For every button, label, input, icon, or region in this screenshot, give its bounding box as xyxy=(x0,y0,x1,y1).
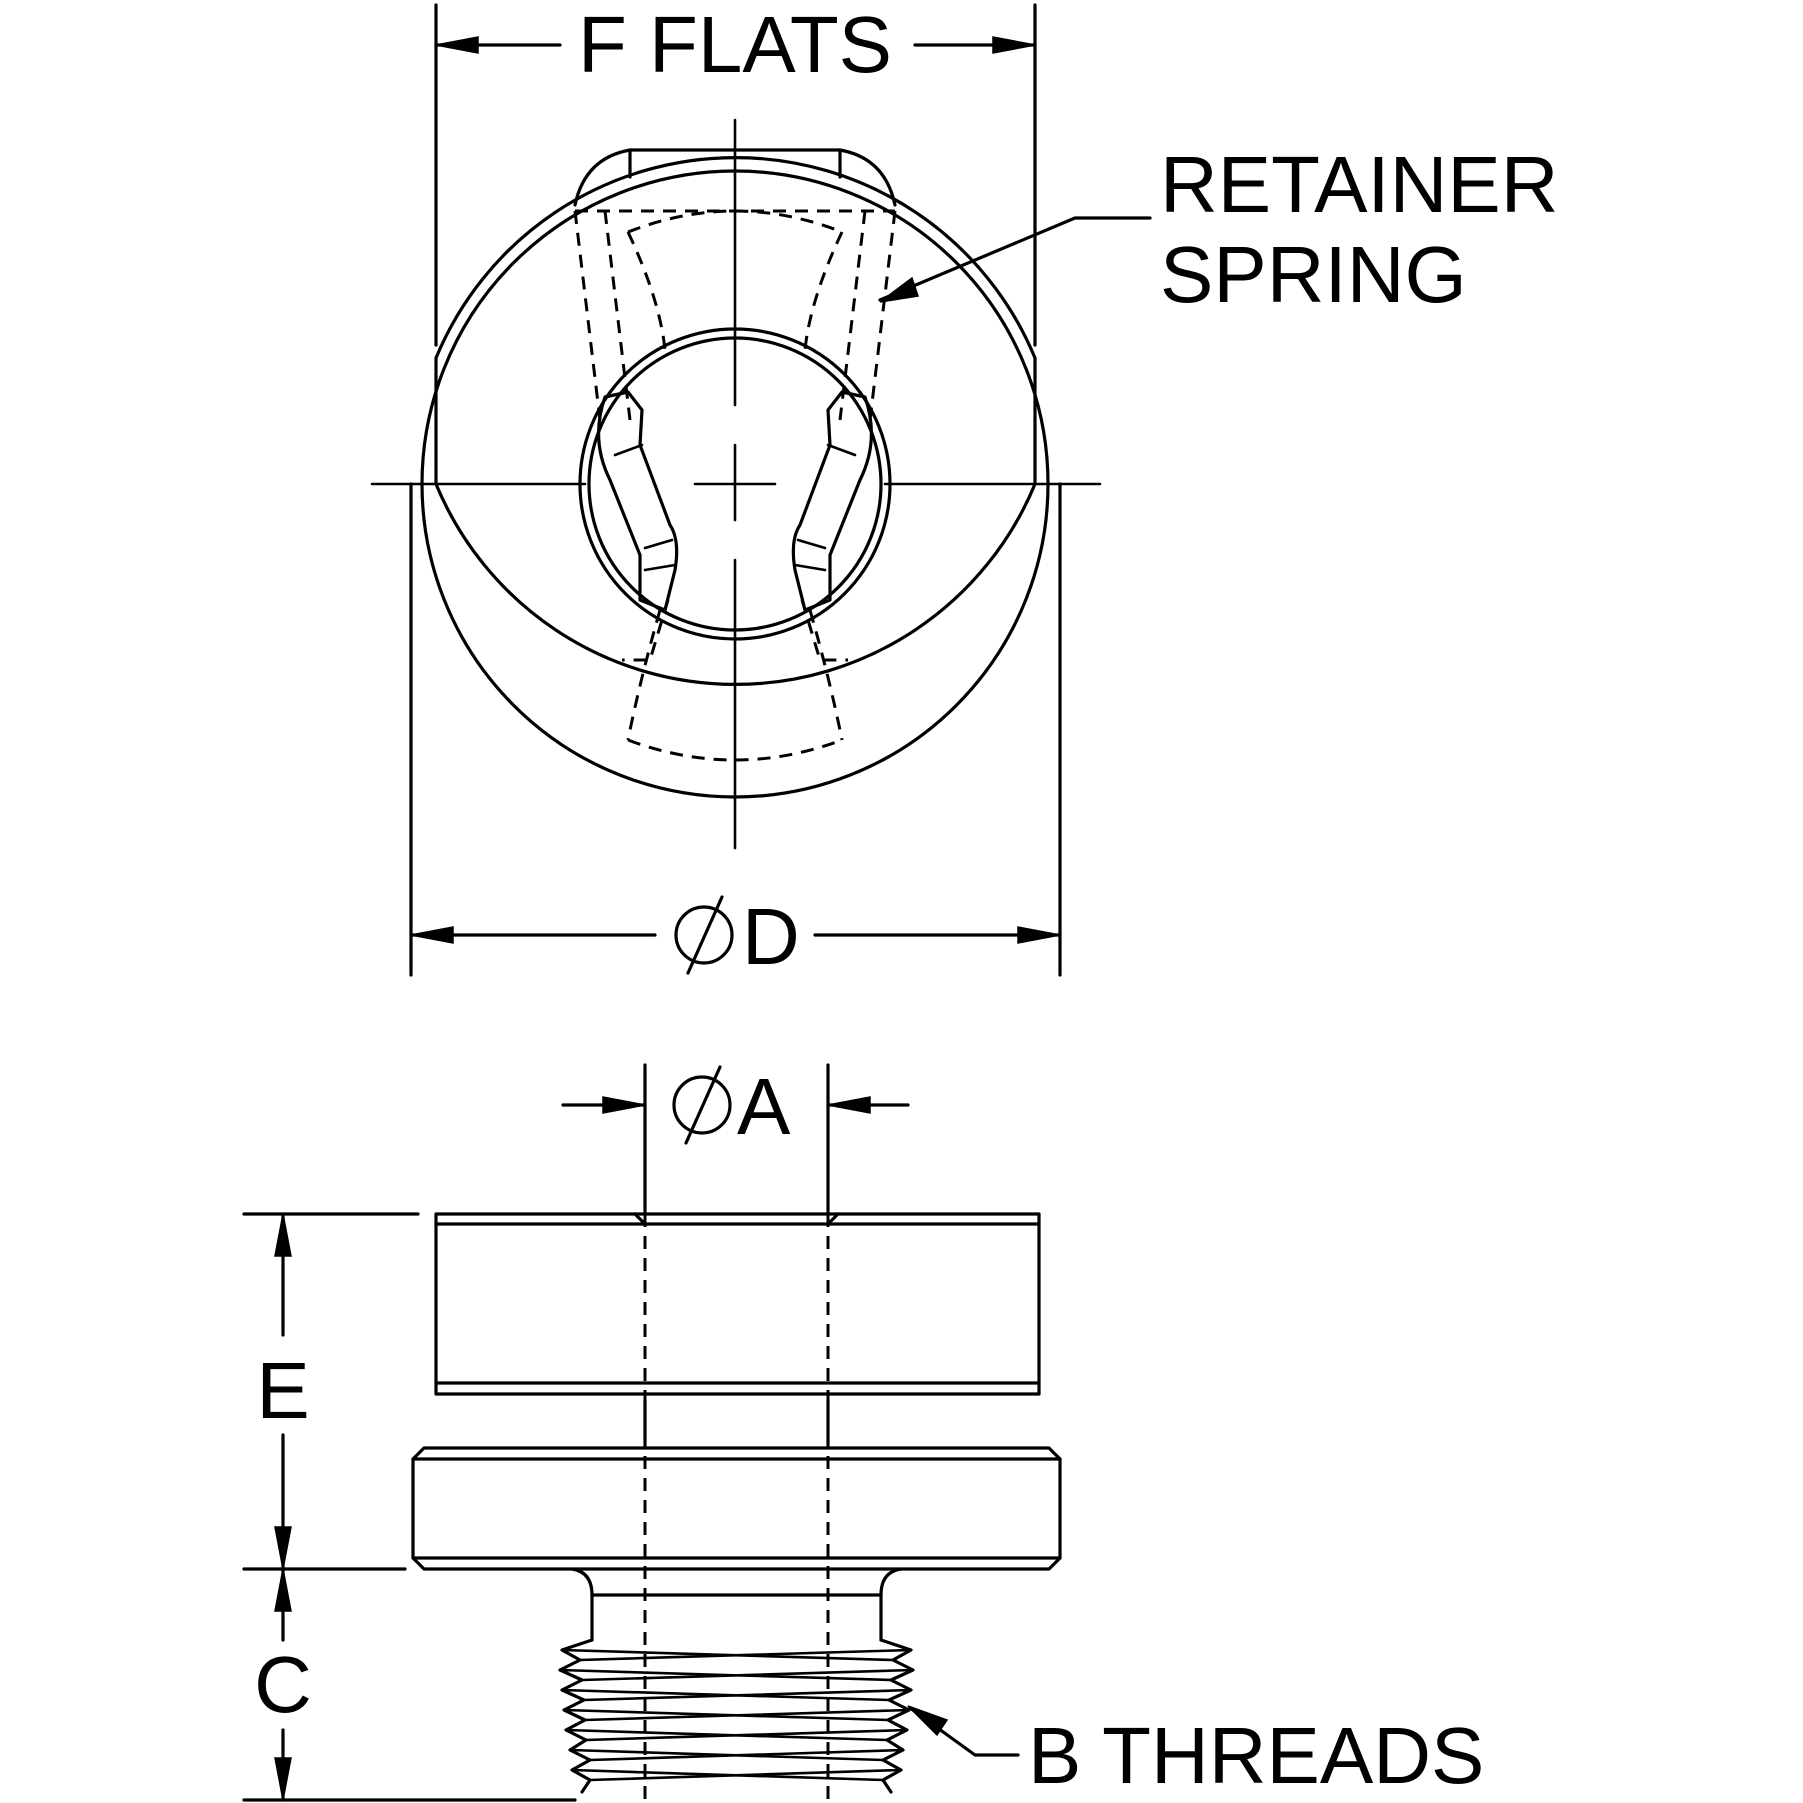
thread-profile-left xyxy=(558,1638,594,1794)
thread-profile-right xyxy=(879,1638,915,1794)
retainer-leader-line xyxy=(878,216,1152,302)
retainer-label-line2: SPRING xyxy=(1160,230,1467,319)
hidden-spring-leg-left-outer xyxy=(573,210,602,421)
dimension-d: D xyxy=(409,482,1062,981)
e-label: E xyxy=(256,1346,309,1435)
d-arrow-left xyxy=(410,926,454,944)
e-arrow-bottom xyxy=(274,1526,292,1570)
thread-root-5 xyxy=(564,1728,889,1742)
e-arrow-top xyxy=(274,1213,292,1257)
a-arrow-right xyxy=(827,1096,871,1114)
threaded-section xyxy=(558,1638,915,1794)
f-arrow-right xyxy=(992,36,1036,54)
f-arrow-left xyxy=(435,36,479,54)
retainer-leader-arrow xyxy=(879,276,919,303)
hidden-spring-leg-right-inner xyxy=(803,231,844,351)
spring-finger-right-tick1 xyxy=(826,443,857,457)
retainer-label-line1: RETAINER xyxy=(1160,140,1559,229)
thread-root-7 xyxy=(570,1768,885,1782)
a-arrow-left xyxy=(602,1096,646,1114)
thread-root-6 xyxy=(568,1748,885,1762)
spring-finger-left-tick2 xyxy=(643,538,674,550)
neck-outline-left xyxy=(570,1567,594,1642)
spring-finger-left-tick3 xyxy=(643,563,677,572)
hidden-spring-leg-left-inner xyxy=(626,231,667,351)
dimension-a: A xyxy=(561,1062,910,1216)
diameter-symbol-a xyxy=(672,1065,732,1145)
thread-root-3 xyxy=(560,1688,891,1702)
hidden-spring-lower-left-2 xyxy=(626,609,662,741)
lower-flange xyxy=(411,1446,1062,1571)
spring-finger-right xyxy=(791,390,873,612)
d-label: D xyxy=(742,892,800,981)
c-arrow-bottom xyxy=(274,1757,292,1801)
b-threads-label: B THREADS xyxy=(1028,1711,1484,1800)
b-threads-leader-arrow xyxy=(907,1705,949,1737)
diameter-symbol-d xyxy=(674,895,734,975)
hidden-spring-leg-left-mid xyxy=(603,210,632,421)
d-arrow-right xyxy=(1017,926,1061,944)
dimension-c: C xyxy=(242,1567,577,1802)
hidden-spring-leg-right-outer xyxy=(868,210,897,421)
f-flats-label: F FLATS xyxy=(578,0,892,89)
hidden-spring-lower-right-2 xyxy=(808,609,844,741)
b-threads-callout: B THREADS xyxy=(907,1705,1484,1800)
spring-finger-right-tick3 xyxy=(793,563,827,572)
side-view xyxy=(411,1212,1062,1800)
hidden-spring-top-arc xyxy=(627,209,843,234)
upper-block xyxy=(434,1212,1041,1396)
spring-finger-left xyxy=(597,390,679,612)
bore-chamfer-right xyxy=(826,1212,840,1226)
top-view xyxy=(370,118,1102,850)
c-label: C xyxy=(254,1640,312,1729)
spring-finger-right-tick2 xyxy=(796,538,827,550)
thread-root-2 xyxy=(558,1668,893,1682)
a-label: A xyxy=(737,1062,791,1151)
dimension-f-flats: F FLATS xyxy=(434,0,1037,347)
spring-finger-left-tick1 xyxy=(613,443,644,457)
retainer-spring-callout: RETAINER SPRING xyxy=(878,140,1559,319)
hidden-spring-bottom-arc xyxy=(627,738,843,762)
dimension-e: E xyxy=(242,1212,420,1571)
hidden-spring-leg-right-mid xyxy=(838,210,867,421)
neck-outline-right xyxy=(879,1567,903,1642)
thread-root-1 xyxy=(560,1648,895,1662)
thread-root-4 xyxy=(562,1708,890,1722)
bore-chamfer-left xyxy=(633,1212,647,1226)
c-arrow-top xyxy=(274,1568,292,1612)
